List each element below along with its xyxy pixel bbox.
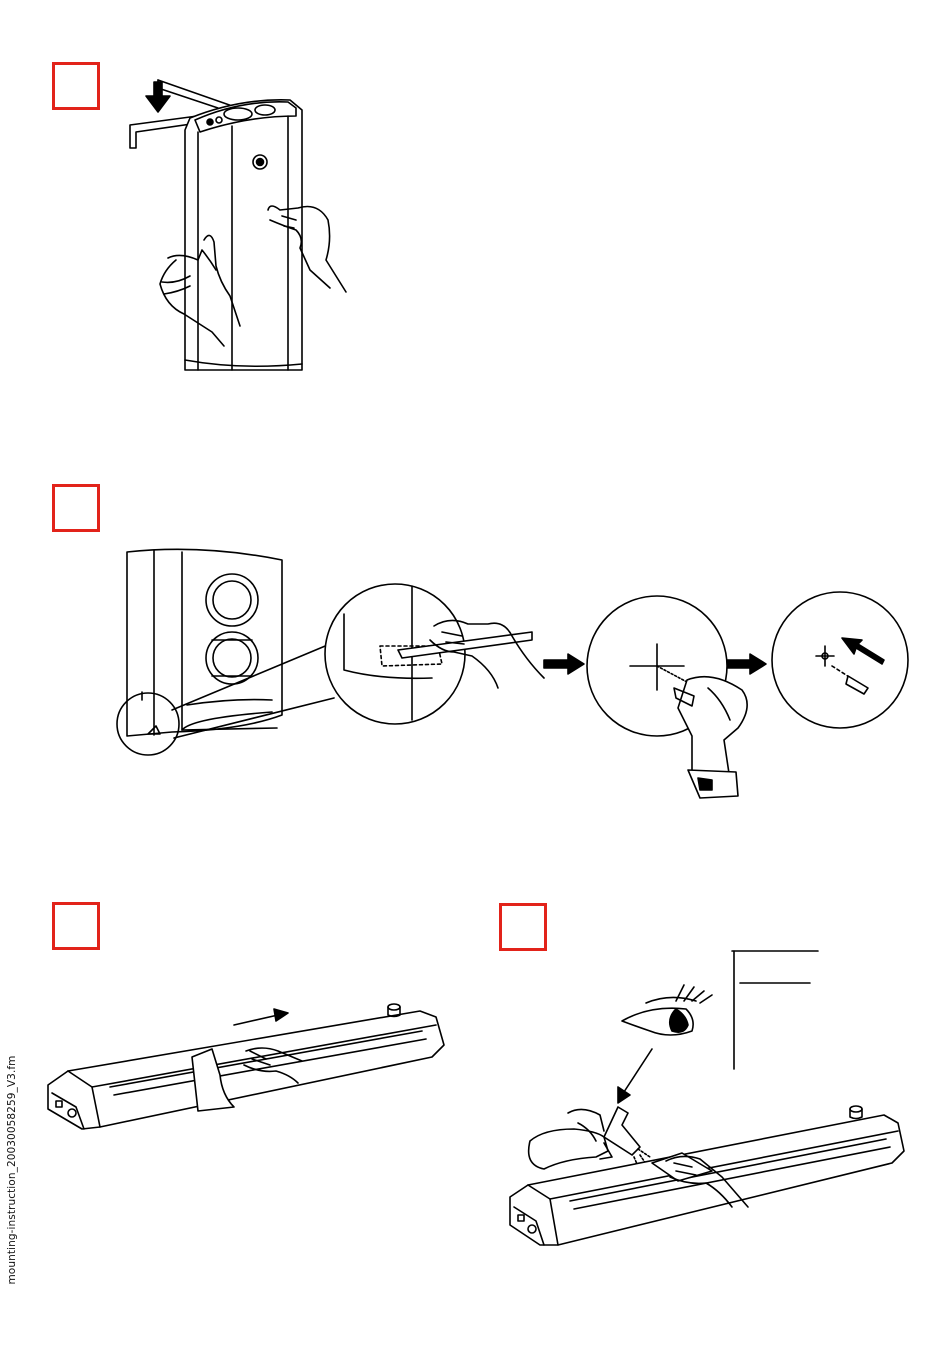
arrow-right-icon	[544, 654, 584, 674]
step-2-illustration	[112, 540, 912, 810]
file-name-label: mounting-instruction_20030058259_V3.fm	[6, 1050, 22, 1290]
eye-icon	[622, 985, 712, 1035]
drill-icon	[587, 596, 747, 798]
step-1-marker	[52, 62, 100, 110]
step-1-illustration	[120, 70, 360, 370]
spray-bottle-icon	[529, 1107, 650, 1171]
pencil-icon	[325, 584, 544, 724]
column-lower-section	[127, 549, 282, 736]
step-4-marker	[499, 903, 547, 951]
step-4-illustration	[500, 945, 920, 1255]
step-3-marker	[52, 902, 100, 950]
arrow-diagonal-icon	[618, 1049, 652, 1103]
shower-column	[185, 100, 302, 370]
arrow-right-icon	[234, 1009, 288, 1025]
dowel-icon	[772, 592, 908, 728]
step-3-illustration	[40, 995, 460, 1145]
arrow-right-icon	[726, 654, 766, 674]
arrow-down-icon	[146, 82, 170, 112]
reference-frame	[732, 951, 818, 1069]
profile-bar	[510, 1106, 904, 1245]
step-2-marker	[52, 484, 100, 532]
